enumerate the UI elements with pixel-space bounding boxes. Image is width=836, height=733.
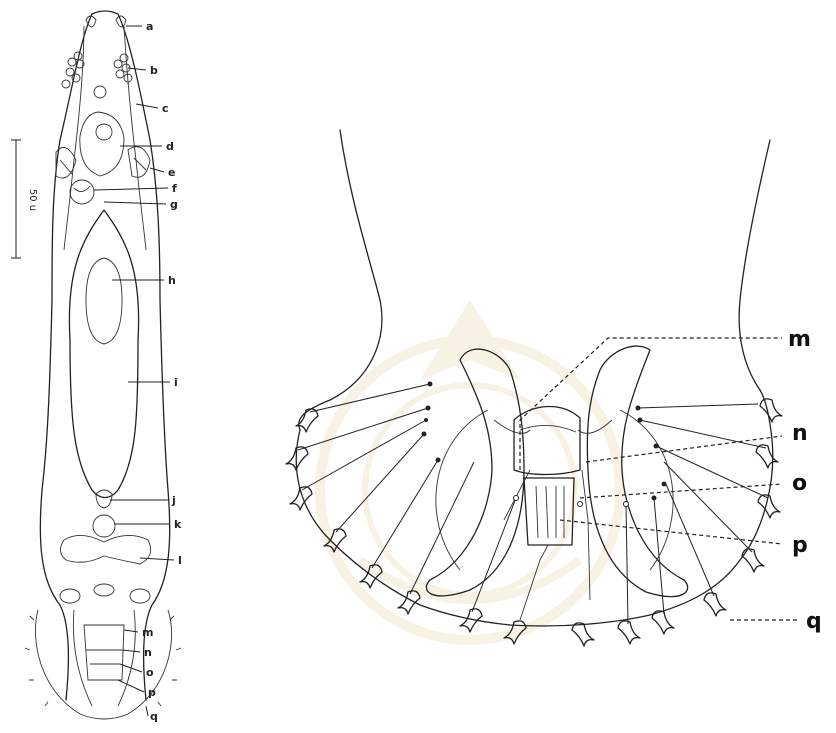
right-labels: m n o p q — [788, 327, 822, 634]
label-p-small: p — [148, 686, 156, 699]
label-n-small: n — [144, 646, 152, 659]
label-e: e — [168, 166, 175, 179]
label-f: f — [172, 182, 177, 195]
label-o: o — [792, 471, 807, 496]
label-q: q — [806, 609, 822, 634]
label-l: l — [178, 554, 182, 567]
dashed-label-leaders — [520, 338, 800, 620]
label-m: m — [788, 327, 811, 352]
label-m-small: m — [142, 626, 153, 639]
whole-organism-drawing: 50 u — [11, 11, 181, 719]
label-k: k — [174, 518, 182, 531]
label-o-small: o — [146, 666, 154, 679]
label-a: a — [146, 20, 153, 33]
label-i: i — [174, 376, 178, 389]
label-p: p — [792, 533, 808, 558]
label-c: c — [162, 102, 169, 115]
label-q-small: q — [150, 710, 158, 723]
label-b: b — [150, 64, 158, 77]
label-j: j — [171, 494, 176, 507]
marginal-hooklets — [286, 399, 782, 646]
label-h: h — [168, 274, 176, 287]
label-g: g — [170, 198, 178, 211]
label-d: d — [166, 140, 174, 153]
scale-bar-label: 50 u — [27, 189, 38, 211]
label-n: n — [792, 421, 808, 446]
